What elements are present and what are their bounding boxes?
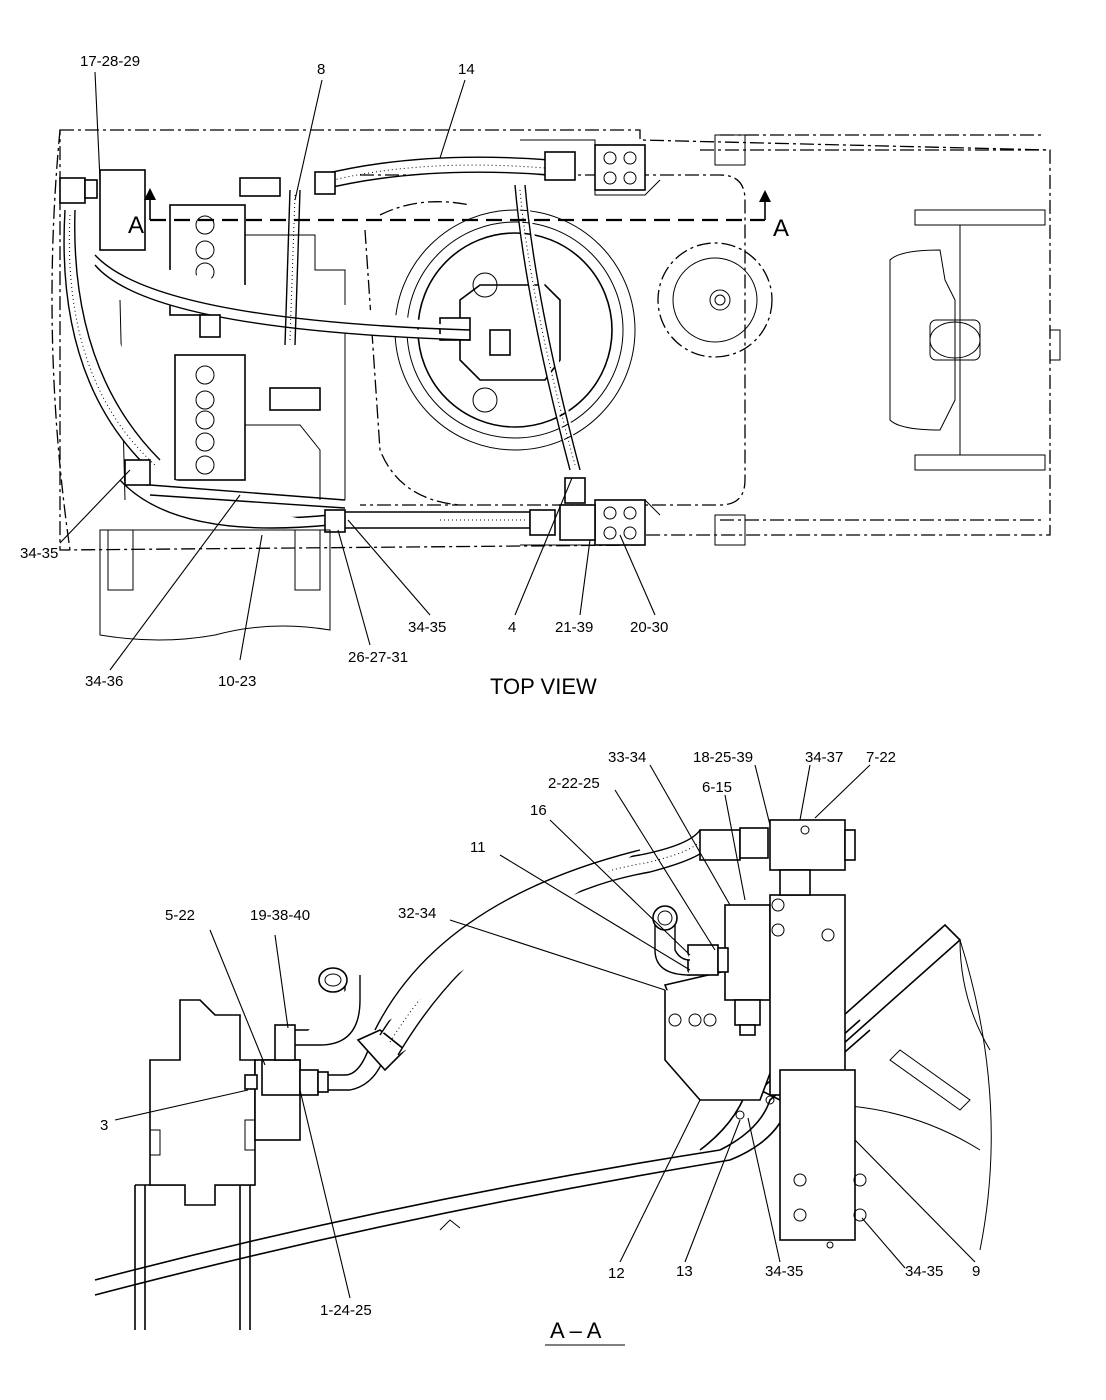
callout-21-39: 21-39: [555, 619, 593, 636]
callout-9: 9: [972, 1263, 980, 1280]
callout-32-34: 32-34: [398, 905, 436, 922]
section-marker-left: A: [128, 212, 144, 239]
section-marker-right: A: [773, 215, 789, 242]
callout-34-35-b: 34-35: [408, 619, 446, 636]
section-view-drawing: A – A: [94, 764, 992, 1346]
top-view-callouts: 17-28-29 8 14 34-35 34-36 10-23 26-27-31…: [20, 53, 668, 690]
callout-12: 12: [608, 1265, 625, 1282]
callout-34-35-a: 34-35: [20, 545, 58, 562]
callout-16: 16: [530, 802, 547, 819]
callout-34-36: 34-36: [85, 673, 123, 690]
callout-11: 11: [470, 839, 486, 856]
top-view-drawing: A A TOP VIEW: [51, 71, 1061, 699]
callout-33-34: 33-34: [608, 749, 646, 766]
callout-34-35-d: 34-35: [905, 1263, 943, 1280]
callout-3: 3: [100, 1117, 108, 1134]
section-view-title: A – A: [550, 1318, 602, 1343]
callout-4: 4: [508, 619, 516, 636]
callout-8: 8: [317, 61, 325, 78]
callout-10-23: 10-23: [218, 673, 256, 690]
callout-14: 14: [458, 61, 475, 78]
callout-18-25-39: 18-25-39: [693, 749, 753, 766]
callout-34-35-c: 34-35: [765, 1263, 803, 1280]
section-view-callouts: 5-22 19-38-40 3 1-24-25 32-34 11 16 2-22…: [100, 749, 980, 1319]
callout-19-38-40: 19-38-40: [250, 907, 310, 924]
callout-2-22-25: 2-22-25: [548, 775, 600, 792]
callout-6-15: 6-15: [702, 779, 732, 796]
top-view-title: TOP VIEW: [490, 674, 597, 699]
callout-7-22: 7-22: [866, 749, 896, 766]
callout-1-24-25: 1-24-25: [320, 1302, 372, 1319]
callout-17-28-29: 17-28-29: [80, 53, 140, 70]
callout-34-37: 34-37: [805, 749, 843, 766]
callout-5-22: 5-22: [165, 907, 195, 924]
callout-26-27-31: 26-27-31: [348, 649, 408, 666]
callout-20-30: 20-30: [630, 619, 668, 636]
callout-13: 13: [676, 1263, 693, 1280]
